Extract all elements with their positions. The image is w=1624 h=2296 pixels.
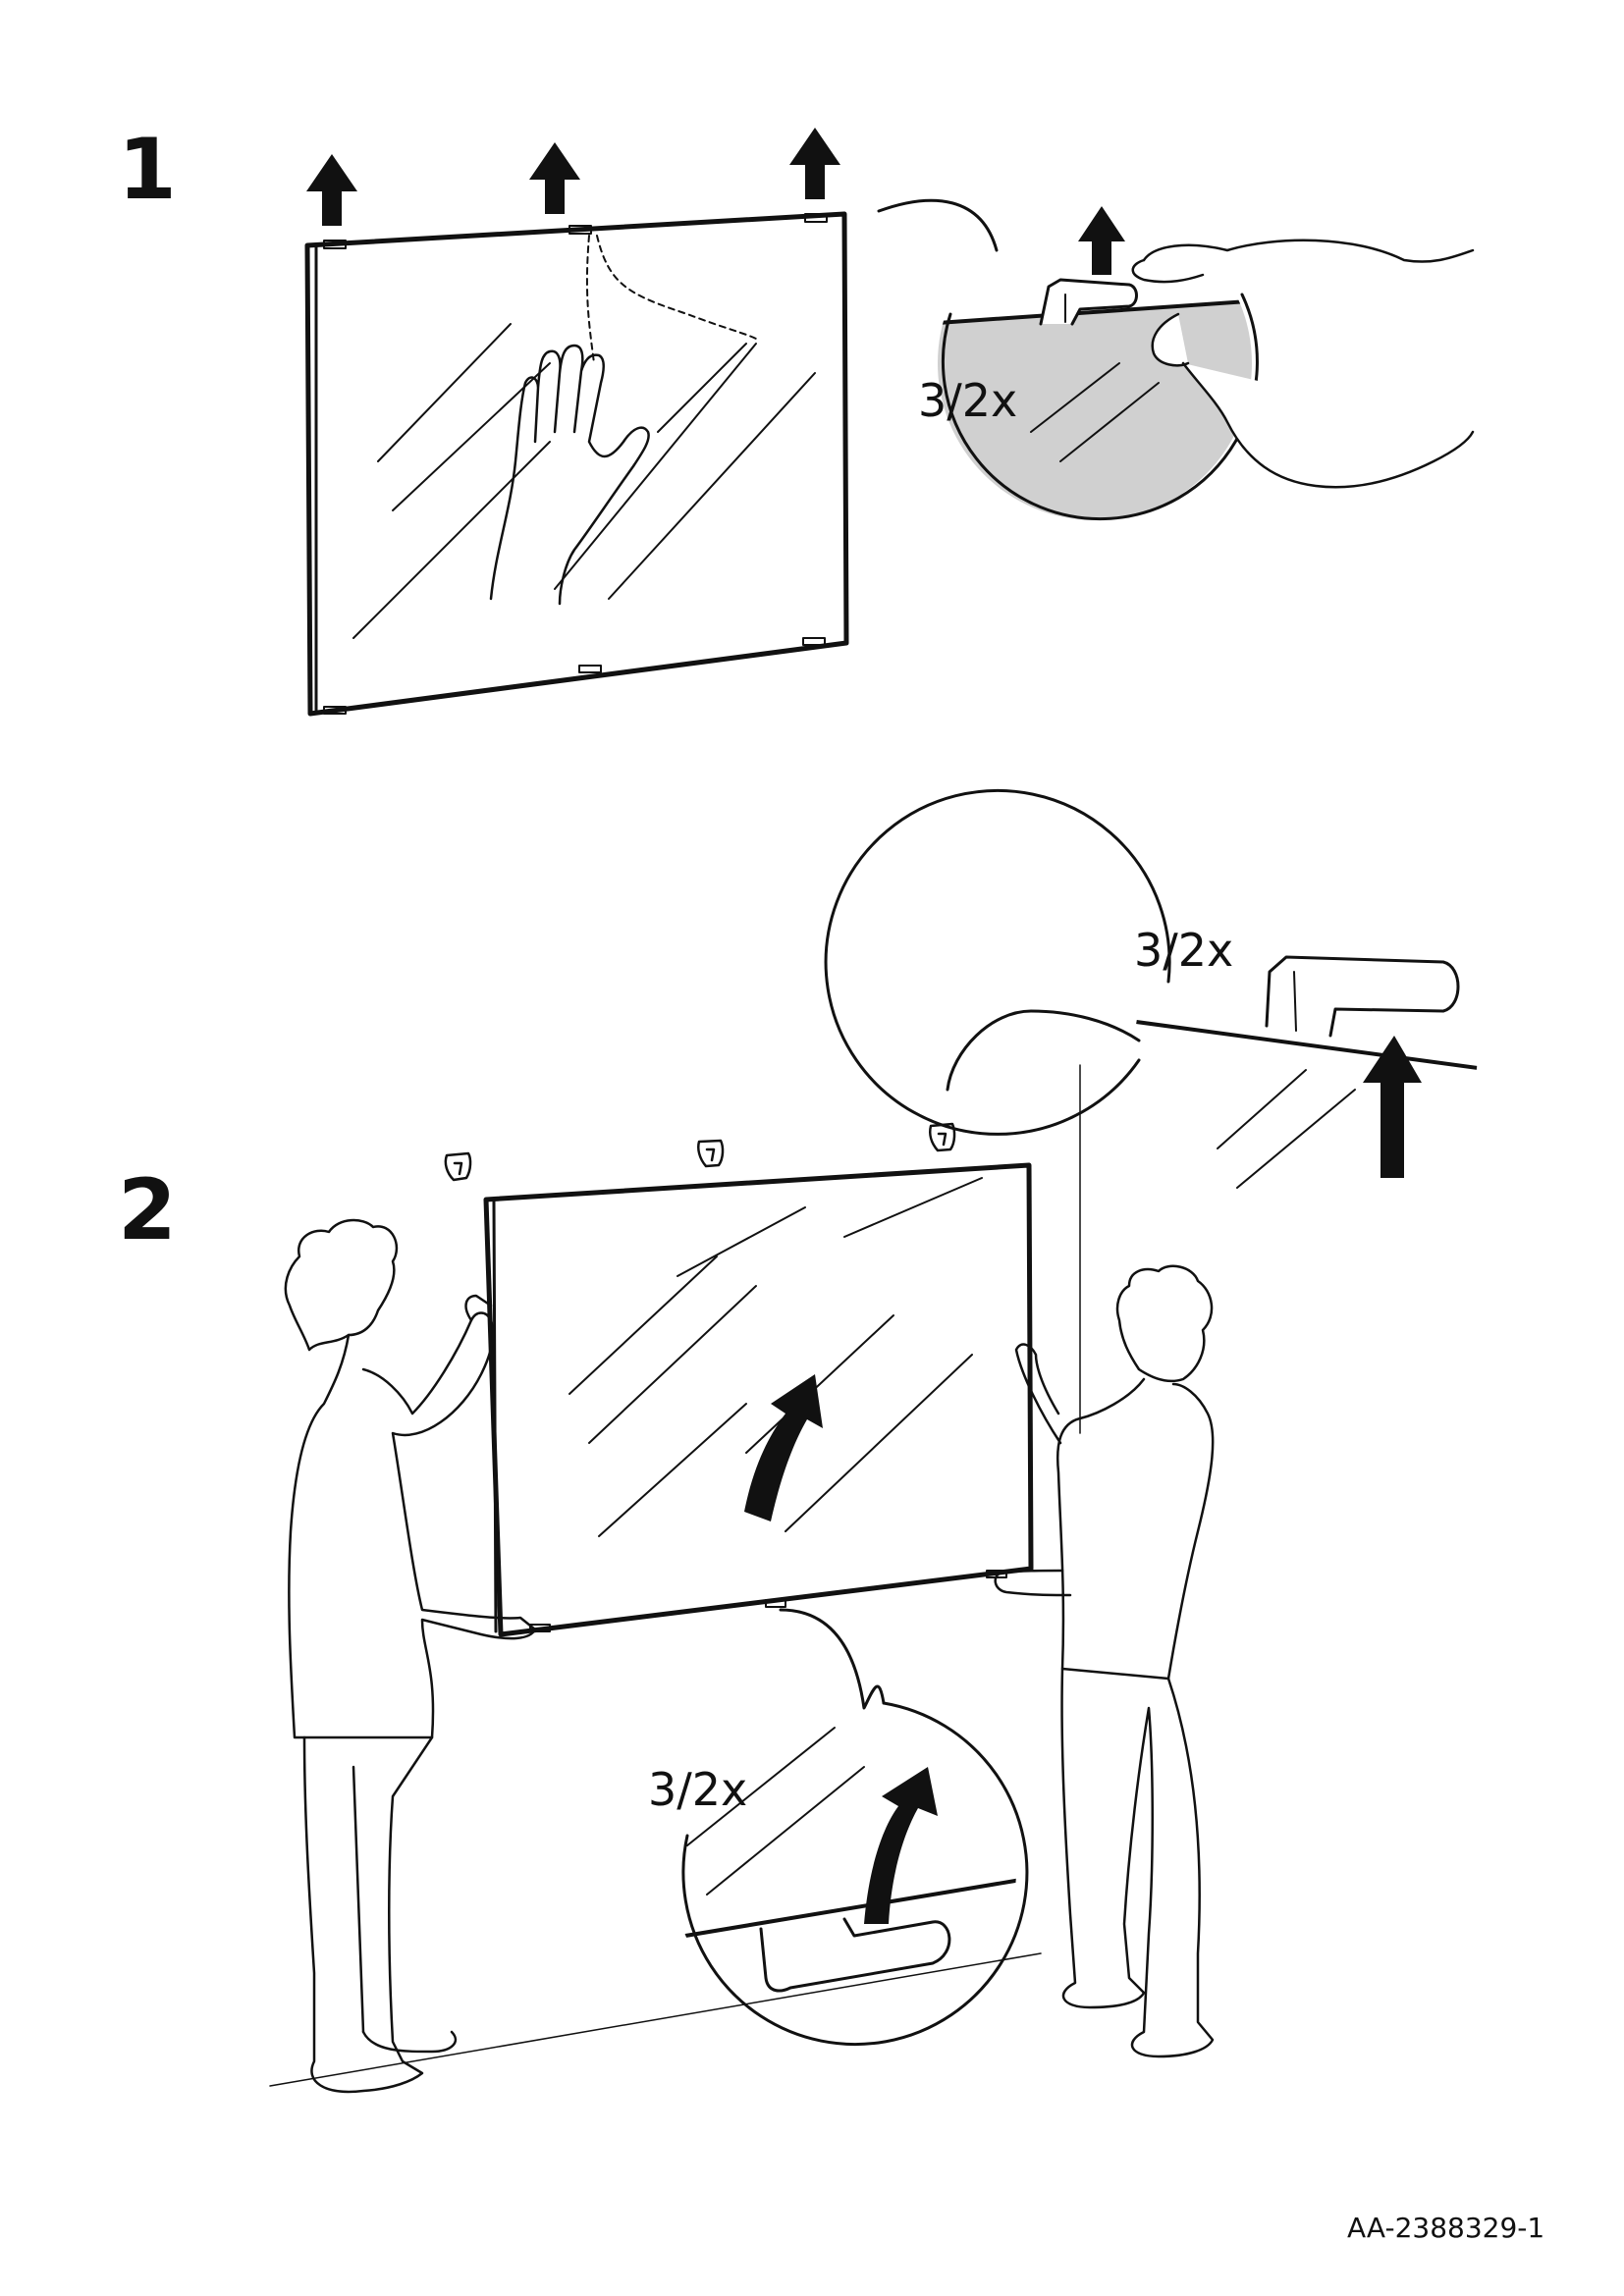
step2-wall-corner xyxy=(269,1064,1081,2087)
step2-curved-up-arrow xyxy=(744,1374,823,1522)
step-1-quantity-label: 3/2x xyxy=(918,374,1018,427)
step2-person-right xyxy=(994,1264,1215,2058)
step-1-number: 1 xyxy=(118,121,177,219)
step1-up-arrow-middle xyxy=(529,142,580,214)
step-2-top-quantity-label: 3/2x xyxy=(1134,924,1234,977)
step1-hand xyxy=(489,344,650,606)
step1-hanging-string xyxy=(585,235,757,364)
document-code: AA-2388329-1 xyxy=(1347,2212,1545,2244)
step2-mirror xyxy=(483,1162,1034,1637)
step1-up-arrow-left xyxy=(306,154,357,226)
step2-detail-callout-top xyxy=(824,788,1478,1189)
step2-person-left xyxy=(284,1218,537,2094)
step1-up-arrow-right xyxy=(789,128,840,199)
step2-wall-clips xyxy=(444,1122,956,1182)
step1-mirror xyxy=(304,211,849,717)
step-2-number: 2 xyxy=(118,1161,177,1259)
step2-detail-callout-bottom xyxy=(673,1608,1029,2046)
step1-detail-callout xyxy=(877,198,1475,521)
step-2-bottom-quantity-label: 3/2x xyxy=(648,1763,748,1816)
